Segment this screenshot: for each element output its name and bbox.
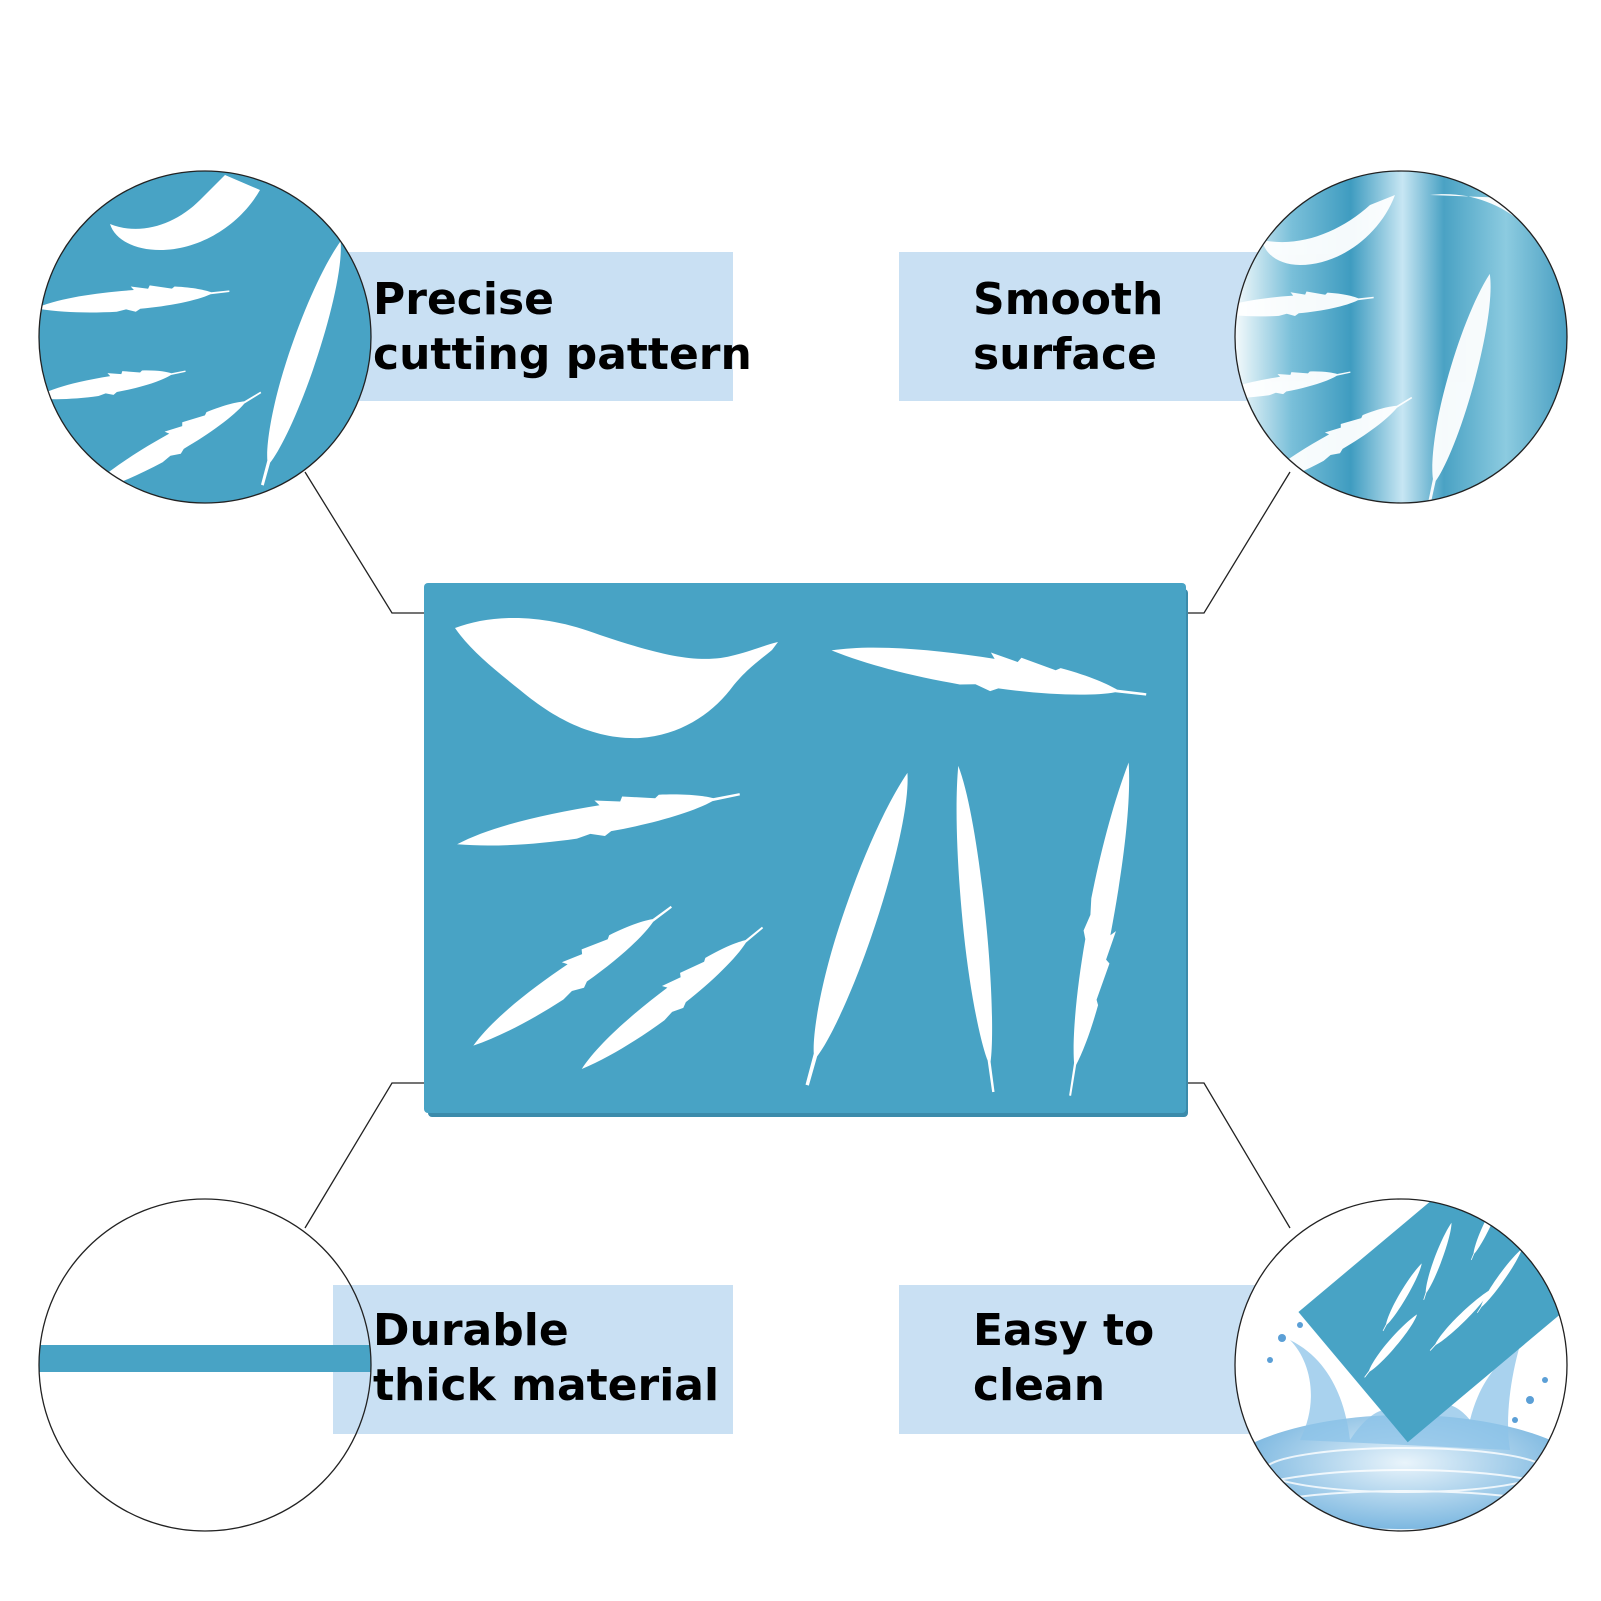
feature-durable: Durable thick material bbox=[373, 1303, 719, 1413]
label-box-precise bbox=[333, 252, 733, 401]
feature-precise-line1: Precise bbox=[373, 274, 554, 325]
feather-closeup-icon bbox=[38, 170, 372, 504]
feature-clean-line2: clean bbox=[973, 1360, 1106, 1411]
feature-precise-line2: cutting pattern bbox=[373, 329, 752, 380]
label-box-smooth bbox=[899, 252, 1261, 401]
feature-clean-line1: Easy to bbox=[973, 1305, 1155, 1356]
stencil-sheet bbox=[424, 583, 1188, 1117]
thickness-line-icon bbox=[38, 1198, 372, 1532]
label-box-clean bbox=[899, 1285, 1261, 1434]
water-splash-icon bbox=[1234, 1198, 1568, 1532]
connector-lines bbox=[304, 471, 1291, 1229]
feature-durable-line2: thick material bbox=[373, 1360, 720, 1411]
feature-durable-line1: Durable bbox=[373, 1305, 569, 1356]
feature-smooth-line1: Smooth bbox=[973, 274, 1164, 325]
feature-clean: Easy to clean bbox=[973, 1303, 1154, 1413]
feature-precise: Precise cutting pattern bbox=[373, 272, 752, 382]
stencil-feathers bbox=[453, 617, 1149, 1099]
feature-smooth: Smooth surface bbox=[973, 272, 1163, 382]
feature-smooth-line2: surface bbox=[973, 329, 1157, 380]
glossy-surface-icon bbox=[1234, 170, 1568, 504]
label-box-durable bbox=[333, 1285, 733, 1434]
